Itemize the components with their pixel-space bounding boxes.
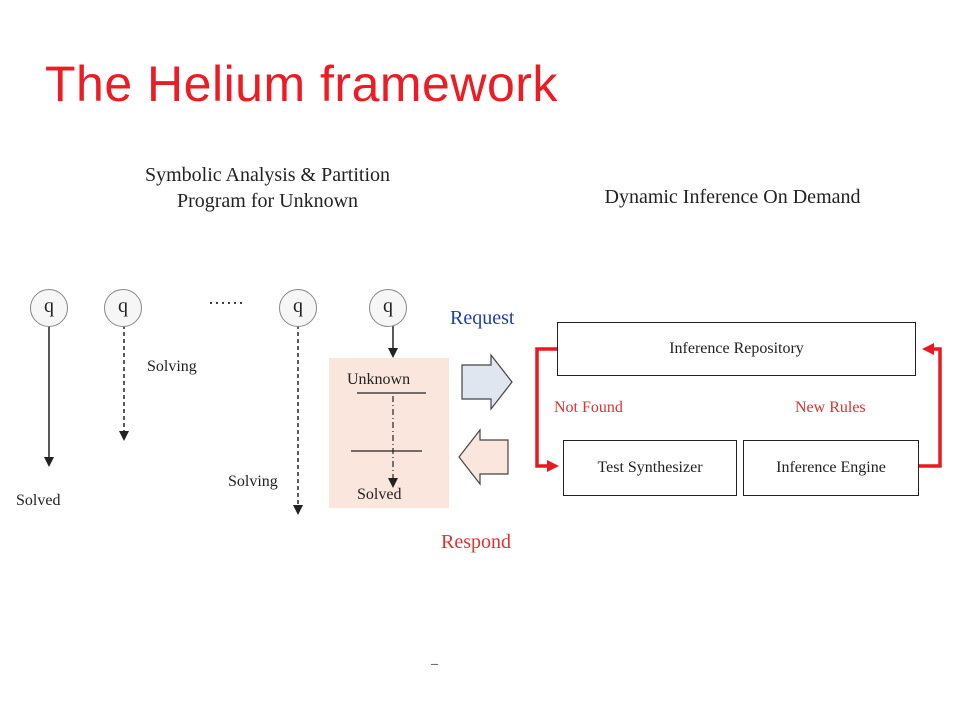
q-node-1: q [30,289,68,327]
inference-engine-box: Inference Engine [743,440,919,496]
test-synthesizer-box: Test Synthesizer [563,440,737,496]
not-found-loop-arrow [535,347,559,472]
request-label: Request [450,307,515,329]
not-found-label: Not Found [554,399,623,416]
inference-repository-box: Inference Repository [557,322,916,376]
footer-mark: _ [431,652,438,667]
unknown-label: Unknown [347,371,411,388]
right-section-title: Dynamic Inference On Demand [604,186,861,208]
left-title-line2: Program for Unknown [176,190,359,212]
new-rules-loop-arrow [919,343,942,468]
respond-label: Respond [441,531,511,553]
solved-label: Solved [16,492,61,509]
q-node-2: q [104,289,142,327]
left-section-title: Symbolic Analysis & Partition Program fo… [95,162,440,214]
new-rules-label: New Rules [795,399,866,416]
q-node-4: q [369,289,407,327]
left-title-line1: Symbolic Analysis & Partition [144,164,390,186]
q-node-3: q [279,289,317,327]
slide-title: The Helium framework [45,56,558,112]
request-block-arrow [461,353,513,411]
unknown-solved-label: Solved [357,486,402,503]
solving-label-1: Solving [147,358,197,375]
ellipsis: …… [208,288,244,308]
solving-label-2: Solving [228,473,278,490]
respond-block-arrow [458,428,509,486]
